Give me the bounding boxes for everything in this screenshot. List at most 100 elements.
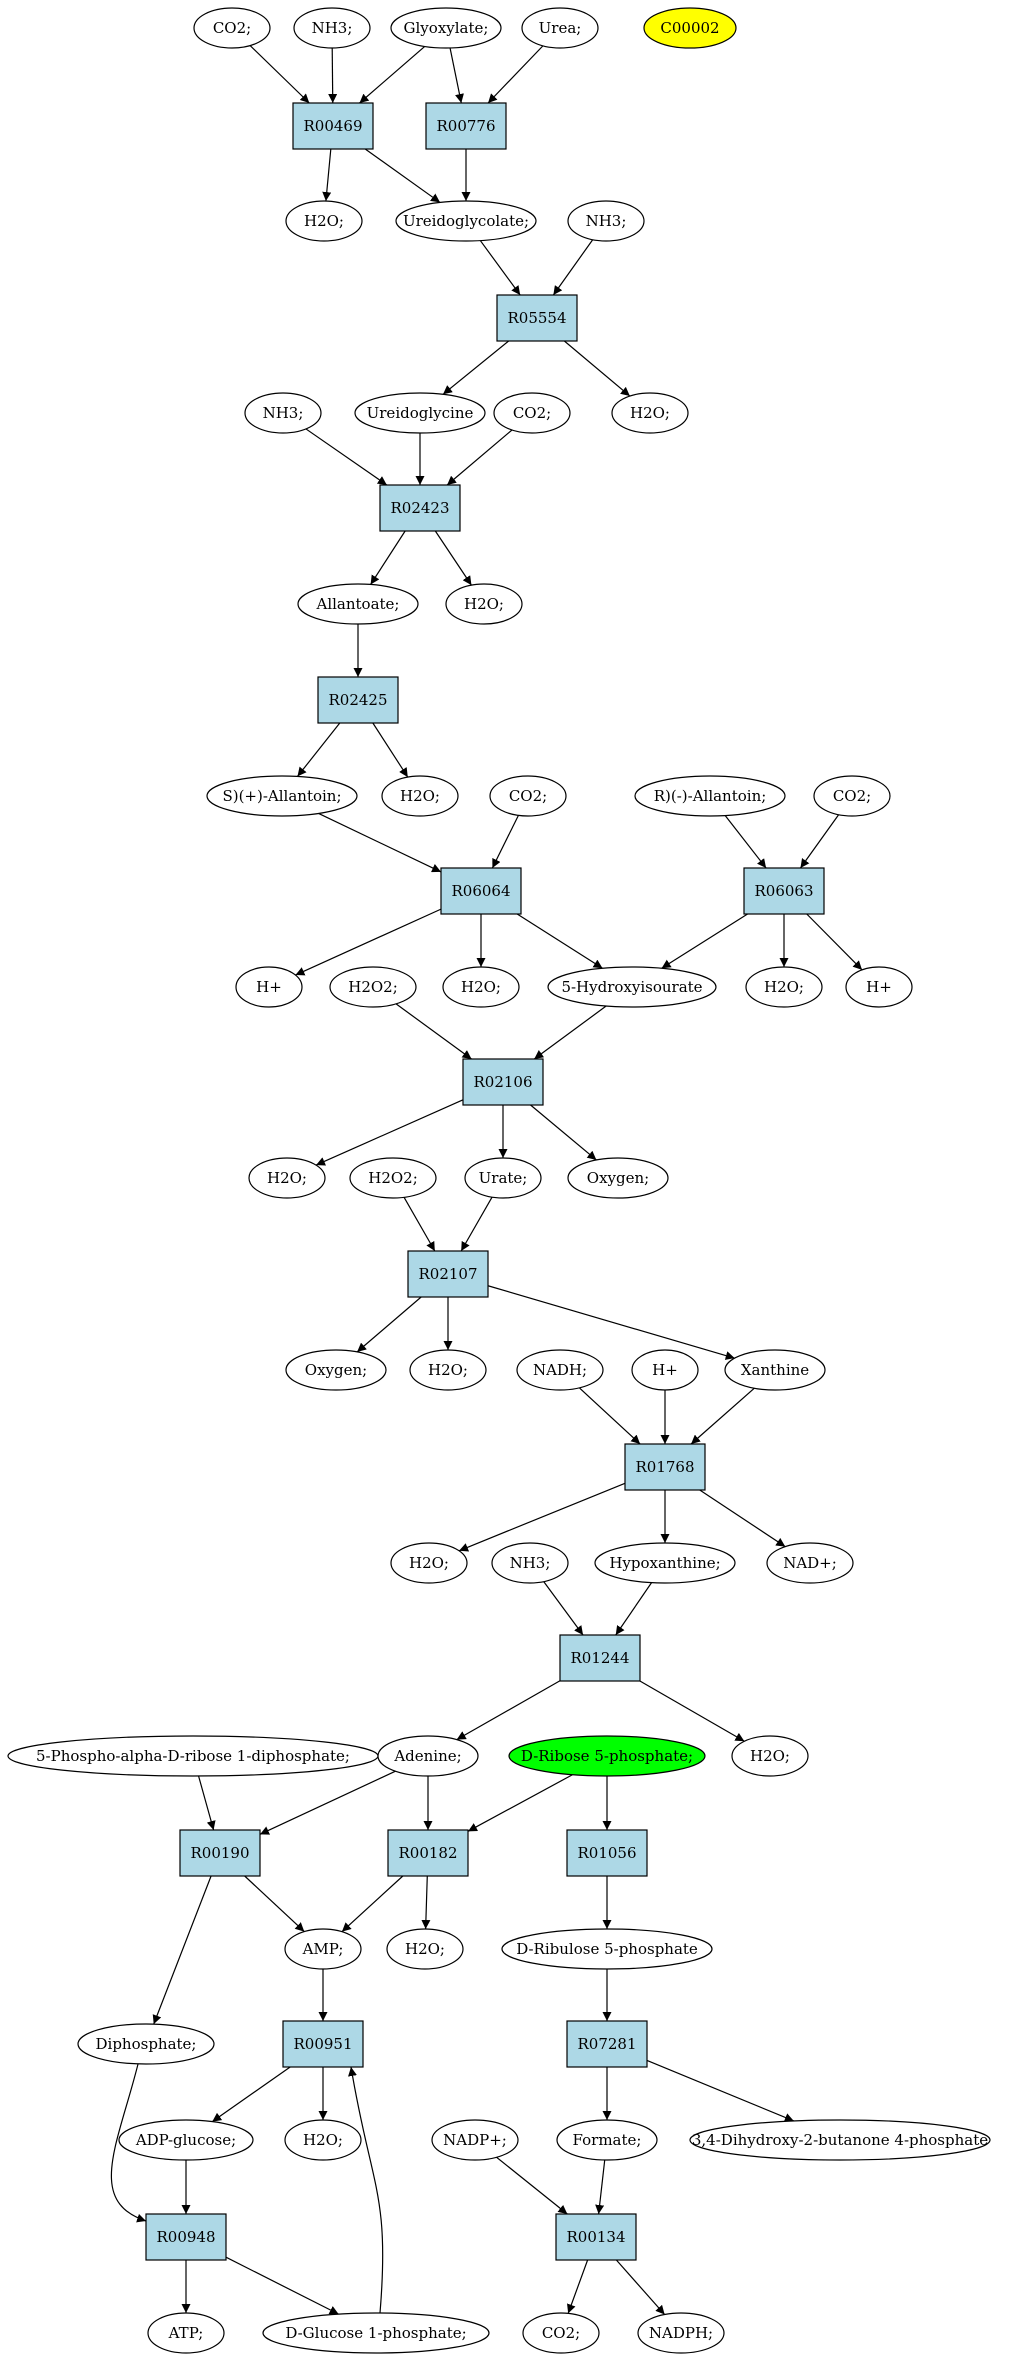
compound-node[interactable]: NADH; [516, 1349, 604, 1391]
compound-ellipse [522, 2312, 600, 2354]
compound-node[interactable]: CO2; [493, 392, 571, 434]
compound-node[interactable]: NADP+; [431, 2119, 519, 2161]
compound-node[interactable]: 5-Phospho-alpha-D-ribose 1-diphosphate; [7, 1735, 379, 1777]
edge-R05554-to-ureidoglycine [442, 340, 510, 395]
compound-ellipse [556, 2119, 658, 2161]
compound-node[interactable]: NAD+; [766, 1542, 854, 1584]
compound-node[interactable]: Diphosphate; [77, 2023, 215, 2065]
compound-node[interactable]: CO2; [522, 2312, 600, 2354]
compound-node[interactable]: NH3; [491, 1542, 569, 1584]
compound-node[interactable]: Adenine; [377, 1735, 479, 1777]
node-label: H2O; [428, 1361, 468, 1379]
reaction-node[interactable]: R00948 [145, 2213, 227, 2261]
compound-node[interactable]: Ureidoglycine [354, 392, 486, 434]
edge-nadh-to-R01768 [578, 1387, 641, 1445]
compound-node[interactable]: ADP-glucose; [118, 2119, 254, 2161]
compound-node[interactable]: Oxygen; [285, 1349, 387, 1391]
node-label: NADPH; [649, 2324, 713, 2342]
reaction-node[interactable]: R00469 [292, 102, 374, 150]
compound-node[interactable]: H2O; [390, 1542, 468, 1584]
node-label: R00951 [293, 2035, 352, 2053]
compound-node[interactable]: Formate; [556, 2119, 658, 2161]
edge-nh3_a-to-R00469 [328, 47, 338, 104]
compound-node[interactable]: H+ [845, 966, 913, 1008]
compound-node[interactable]: C00002 [643, 7, 737, 49]
compound-node[interactable]: H2O; [285, 200, 363, 242]
compound-node[interactable]: H2O2; [349, 1157, 437, 1199]
compound-ellipse [262, 2312, 490, 2354]
reaction-node[interactable]: R06064 [440, 867, 522, 915]
compound-node[interactable]: Xanthine [724, 1349, 826, 1391]
compound-node[interactable]: H2O; [611, 392, 689, 434]
compound-node[interactable]: H2O; [445, 583, 523, 625]
compound-node[interactable]: H2O; [381, 775, 459, 817]
compound-node[interactable]: D-Ribose 5-phosphate; [508, 1735, 706, 1777]
compound-node[interactable]: ATP; [147, 2312, 225, 2354]
reaction-node[interactable]: R07281 [566, 2020, 648, 2068]
compound-node[interactable]: H2O2; [329, 966, 417, 1008]
reaction-box [317, 676, 399, 724]
compound-node[interactable]: Oxygen; [567, 1157, 669, 1199]
node-label: H+ [256, 978, 282, 996]
node-label: NAD+; [783, 1554, 837, 1572]
reaction-box [462, 1058, 544, 1106]
node-label: H2O; [405, 1940, 445, 1958]
compound-node[interactable]: AMP; [284, 1928, 362, 1970]
reaction-node[interactable]: R00776 [425, 102, 507, 150]
node-label: Glyoxylate; [404, 19, 489, 37]
reaction-node[interactable]: R00190 [179, 1829, 261, 1877]
compound-node[interactable]: CO2; [193, 7, 271, 49]
compound-node[interactable]: H2O; [745, 966, 823, 1008]
compound-node[interactable]: Urate; [464, 1157, 542, 1199]
compound-node[interactable]: CO2; [813, 775, 891, 817]
reaction-node[interactable]: R01768 [624, 1443, 706, 1491]
compound-node[interactable]: Hypoxanthine; [594, 1542, 736, 1584]
compound-node[interactable]: D-Ribulose 5-phosphate [501, 1928, 713, 1970]
compound-node[interactable]: NADPH; [637, 2312, 725, 2354]
node-label: D-Ribose 5-phosphate; [521, 1747, 693, 1765]
reaction-box [559, 1634, 641, 1682]
compound-node[interactable]: H2O; [248, 1157, 326, 1199]
compound-node[interactable]: NH3; [567, 200, 645, 242]
compound-ellipse [193, 7, 271, 49]
compound-node[interactable]: H2O; [284, 2119, 362, 2161]
compound-node[interactable]: 3,4-Dihydroxy-2-butanone 4-phosphate [689, 2119, 991, 2161]
reaction-node[interactable]: R00951 [282, 2020, 364, 2068]
compound-node[interactable]: NH3; [293, 7, 371, 49]
compound-node[interactable]: CO2; [489, 775, 567, 817]
reaction-node[interactable]: R00134 [555, 2213, 637, 2261]
compound-ellipse [244, 392, 322, 434]
compound-node[interactable]: S)(+)-Allantoin; [206, 775, 358, 817]
edge-urea-to-R00776 [487, 45, 544, 104]
compound-node[interactable]: H+ [235, 966, 303, 1008]
compound-node[interactable]: H2O; [386, 1928, 464, 1970]
compound-node[interactable]: H2O; [731, 1735, 809, 1777]
compound-node[interactable]: H2O; [409, 1349, 487, 1391]
compound-node[interactable]: R)(-)-Allantoin; [634, 775, 786, 817]
reaction-box [145, 2213, 227, 2261]
compound-node[interactable]: Allantoate; [297, 583, 419, 625]
compound-node[interactable]: Ureidoglycolate; [395, 200, 537, 242]
reaction-node[interactable]: R02423 [379, 484, 461, 532]
compound-node[interactable]: Glyoxylate; [390, 7, 502, 49]
reaction-node[interactable]: R02106 [462, 1058, 544, 1106]
compound-node[interactable]: Urea; [521, 7, 599, 49]
reaction-node[interactable]: R00182 [387, 1829, 469, 1877]
node-label: NH3; [263, 404, 304, 422]
reaction-node[interactable]: R05554 [496, 294, 578, 342]
compound-node[interactable]: NH3; [244, 392, 322, 434]
edge-s_allantoin-to-R06064 [318, 812, 442, 873]
reaction-node[interactable]: R02425 [317, 676, 399, 724]
compound-node[interactable]: 5-Hydroxyisourate [547, 966, 717, 1008]
reaction-node[interactable]: R01056 [566, 1829, 648, 1877]
compound-node[interactable]: D-Glucose 1-phosphate; [262, 2312, 490, 2354]
node-label: CO2; [213, 19, 251, 37]
compound-node[interactable]: H2O; [442, 966, 520, 1008]
compound-ellipse [594, 1542, 736, 1584]
reaction-node[interactable]: R02107 [407, 1250, 489, 1298]
reaction-node[interactable]: R01244 [559, 1634, 641, 1682]
reaction-node[interactable]: R06063 [743, 867, 825, 915]
compound-node[interactable]: H+ [631, 1349, 699, 1391]
edge-R02106-to-oxygen_a [530, 1104, 597, 1161]
edge-R06063-to-hydroxyisourate [661, 913, 748, 969]
